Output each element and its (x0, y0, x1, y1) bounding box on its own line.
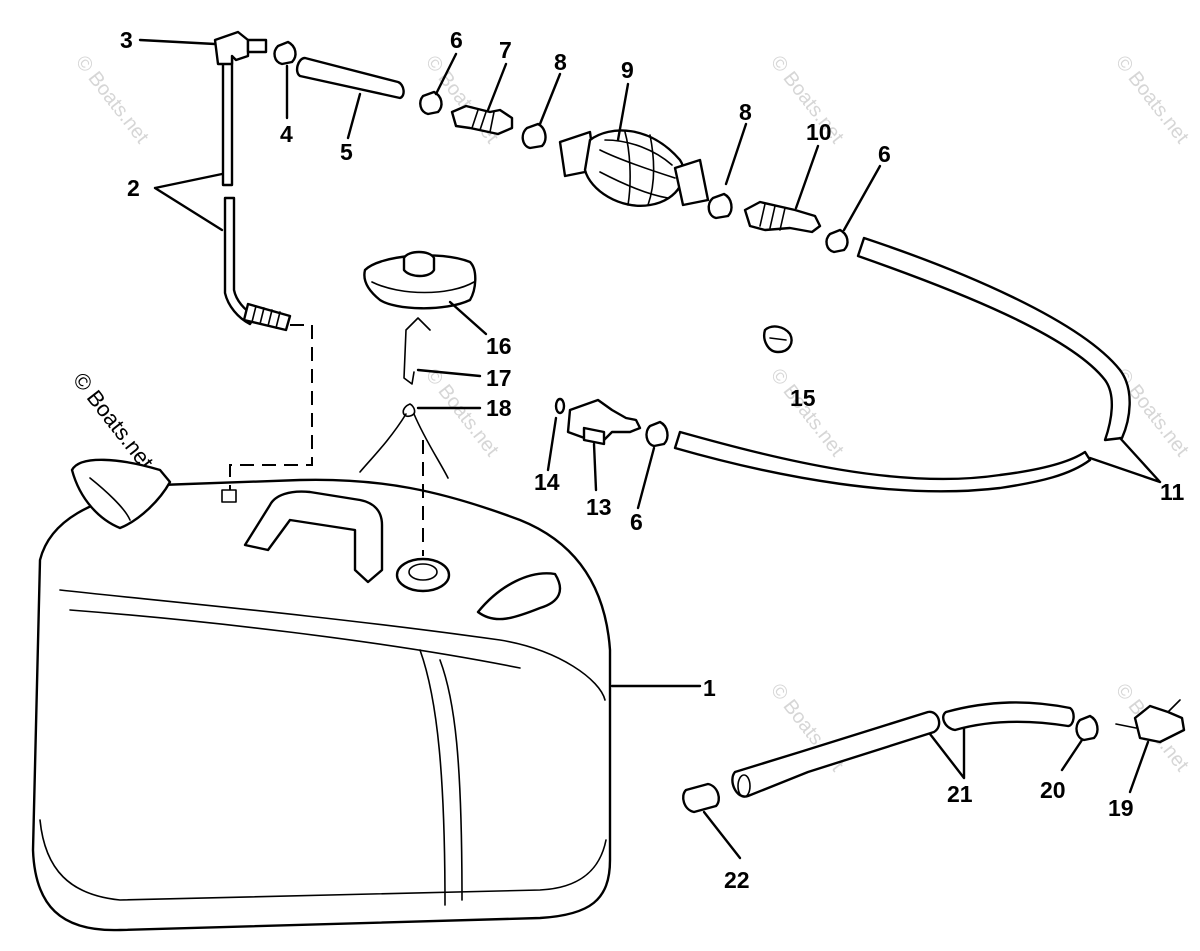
o-ring (546, 397, 566, 472)
hose-fitting (450, 62, 514, 136)
callout-22: 22 (724, 867, 750, 893)
clamp (521, 72, 562, 150)
leader-line (592, 442, 598, 492)
elbow-fitting (138, 30, 268, 66)
callout-2: 2 (127, 175, 140, 201)
callout-19: 19 (1108, 795, 1134, 821)
engine-hose (731, 701, 1075, 798)
callout-7: 7 (499, 37, 512, 63)
callout-1: 1 (703, 675, 716, 701)
leader-line (546, 416, 558, 472)
hose-fitting (743, 144, 822, 234)
callout-13: 13 (586, 494, 612, 520)
leader-line (1128, 740, 1150, 794)
leader-line (538, 72, 562, 126)
leader-line (842, 164, 882, 232)
leader-line (138, 38, 217, 46)
primer-bulb (558, 82, 710, 207)
clamp (636, 420, 669, 510)
callout-3: 3 (120, 27, 133, 53)
assembly-line (229, 324, 313, 490)
watermark: © Boats.net (766, 365, 848, 461)
leader-line (636, 446, 656, 510)
watermark: © Boats.net (1111, 52, 1193, 148)
clamp (1060, 714, 1099, 772)
leader-line (434, 52, 458, 96)
leader-line (616, 82, 630, 142)
leader-line (448, 300, 488, 336)
callout-20: 20 (1040, 777, 1066, 803)
clamp (273, 40, 297, 120)
callout-14: 14 (534, 469, 560, 495)
callout-6-repeat: 6 (878, 141, 891, 167)
leader-line (416, 368, 482, 378)
callout-8: 8 (554, 49, 567, 75)
spring (359, 403, 482, 479)
clamp (419, 52, 458, 116)
clamp (825, 164, 882, 254)
callout-11: 11 (1160, 479, 1185, 505)
callout-labels: 1 2 3 4 5 6 7 8 9 8 10 6 11 13 14 6 15 1… (120, 27, 1185, 893)
callout-6-lower: 6 (630, 509, 643, 535)
callout-16: 16 (486, 333, 512, 359)
fuel-cap (363, 250, 488, 336)
fuel-line (673, 236, 1162, 493)
callout-10: 10 (806, 119, 832, 145)
callout-17: 17 (486, 365, 512, 391)
leader-line (928, 726, 966, 780)
pickup-tube (153, 58, 292, 332)
leader-line (486, 62, 508, 112)
clamp (682, 782, 742, 860)
callout-18: 18 (486, 395, 512, 421)
engine-connector (1115, 699, 1186, 794)
cap-retainer (403, 317, 482, 385)
leader-line (153, 172, 224, 232)
callout-6: 6 (450, 27, 463, 53)
fuel-tank (31, 458, 702, 932)
leader-line (702, 810, 742, 860)
callout-8-repeat: 8 (739, 99, 752, 125)
leader-line (346, 92, 362, 140)
callout-21: 21 (947, 781, 973, 807)
leader-line (1060, 738, 1084, 772)
corner-watermark: © Boats.net (68, 368, 159, 474)
leader-line (724, 122, 748, 186)
callout-9: 9 (621, 57, 634, 83)
tank-connector (566, 398, 642, 492)
callout-4: 4 (280, 121, 293, 147)
clamp (707, 122, 748, 220)
clip (763, 325, 793, 354)
leader-line (1088, 436, 1162, 484)
callout-15: 15 (790, 385, 816, 411)
watermark: © Boats.net (71, 52, 153, 148)
short-hose (295, 56, 405, 140)
leader-line (794, 144, 820, 210)
callout-5: 5 (340, 139, 353, 165)
